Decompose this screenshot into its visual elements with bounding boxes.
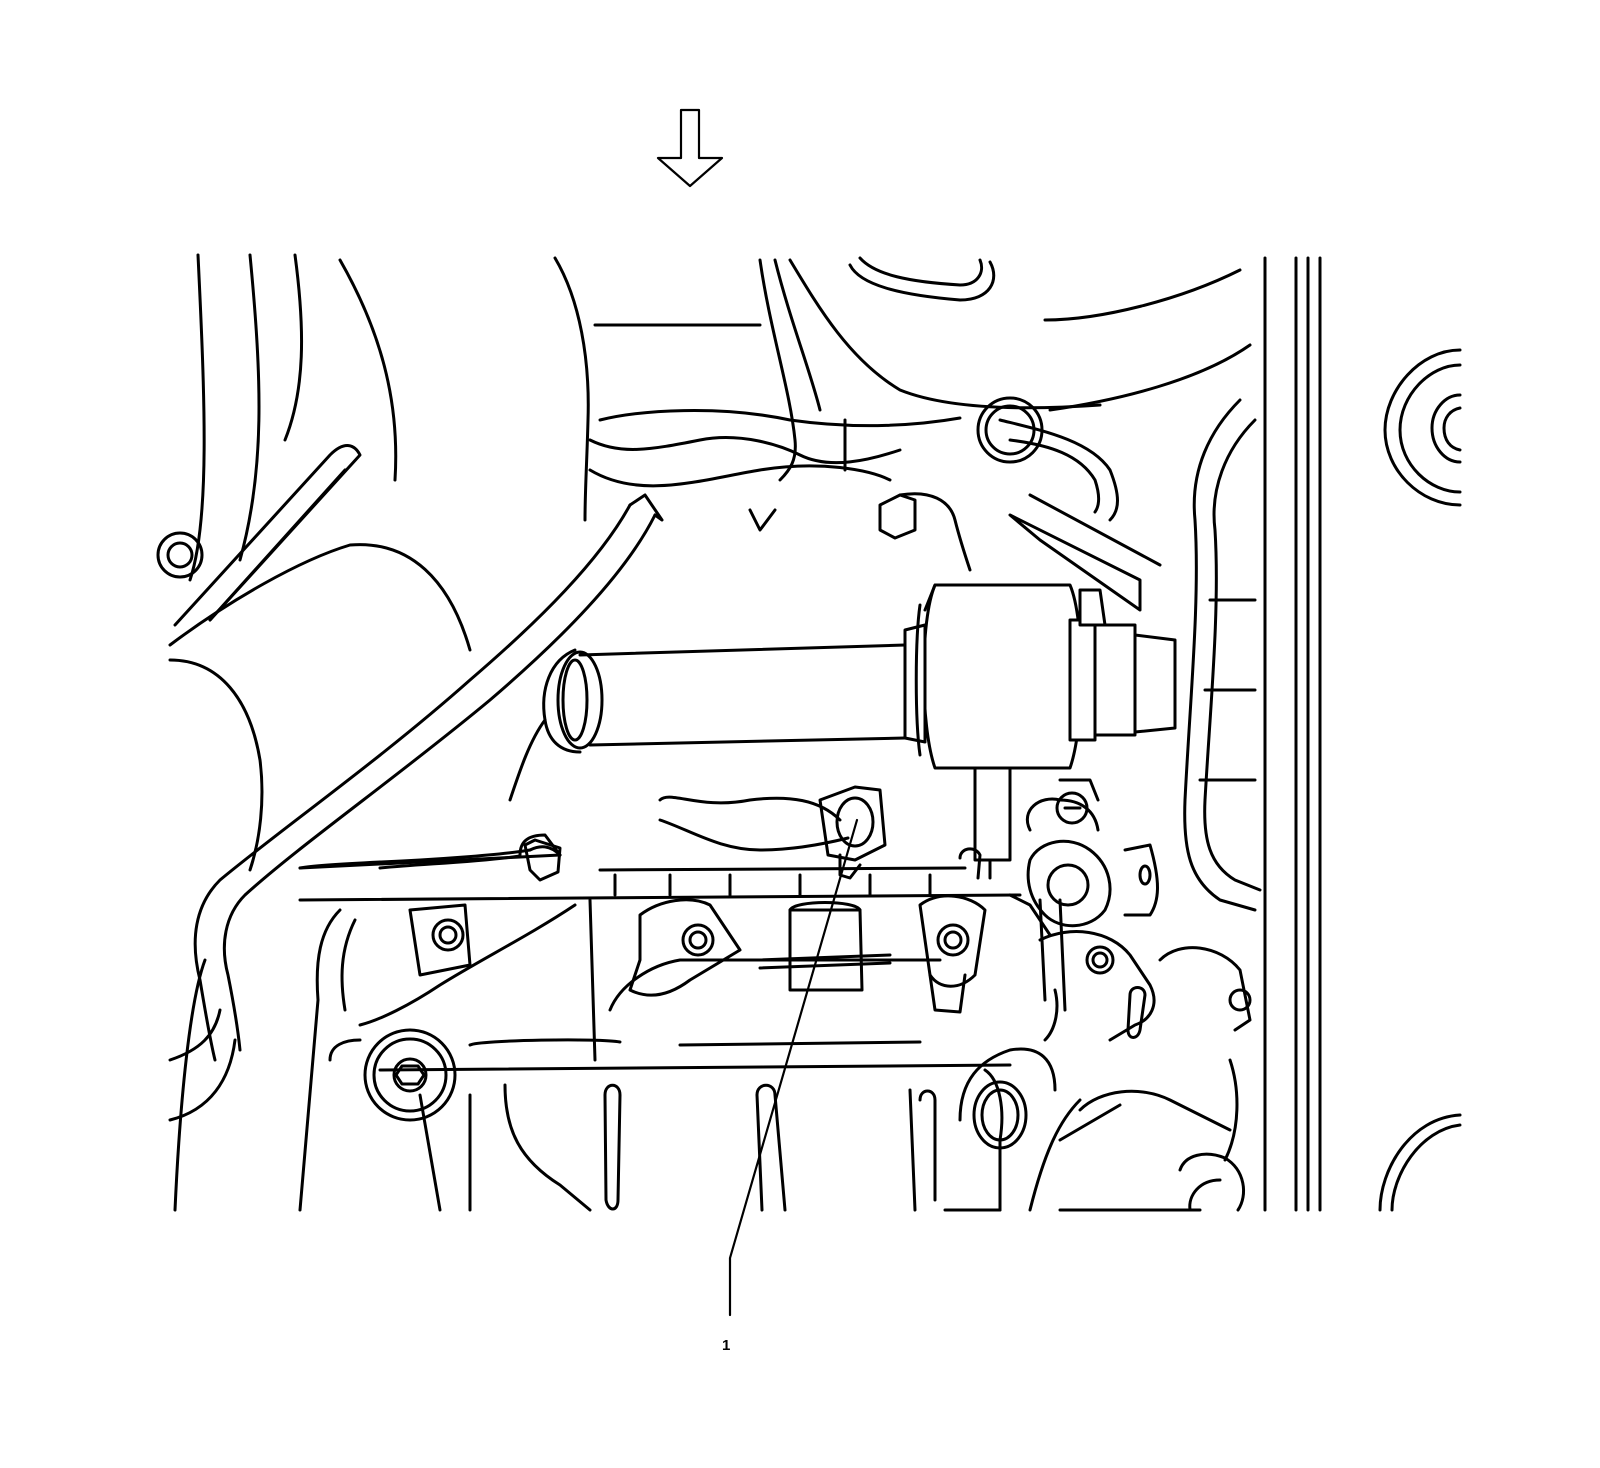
rear-mount-bracket	[1008, 778, 1252, 1212]
right-mount	[1378, 348, 1462, 1212]
subframe-bolt-left	[363, 1028, 457, 1122]
oil-pan-ribs	[603, 1083, 937, 1212]
oil-pan	[298, 894, 1082, 1212]
sensor-wire-left	[298, 838, 562, 882]
upper-crossmember	[588, 256, 1252, 532]
exhaust-pipe	[193, 493, 664, 1062]
drive-shaft	[508, 643, 907, 802]
middle-crossmember	[298, 833, 1022, 902]
down-arrow-icon	[656, 108, 724, 188]
fuel-line-loop	[976, 396, 1162, 612]
callout-label-1: 1	[722, 1337, 730, 1354]
wiring-connector-top	[878, 492, 972, 572]
right-frame-rail	[1183, 256, 1322, 1212]
sensor-connector	[658, 785, 887, 880]
transmission-boss	[958, 898, 1067, 1150]
left-heat-shield	[156, 253, 590, 1212]
callout-1: 1	[722, 818, 859, 1354]
center-bearing	[903, 583, 1177, 880]
